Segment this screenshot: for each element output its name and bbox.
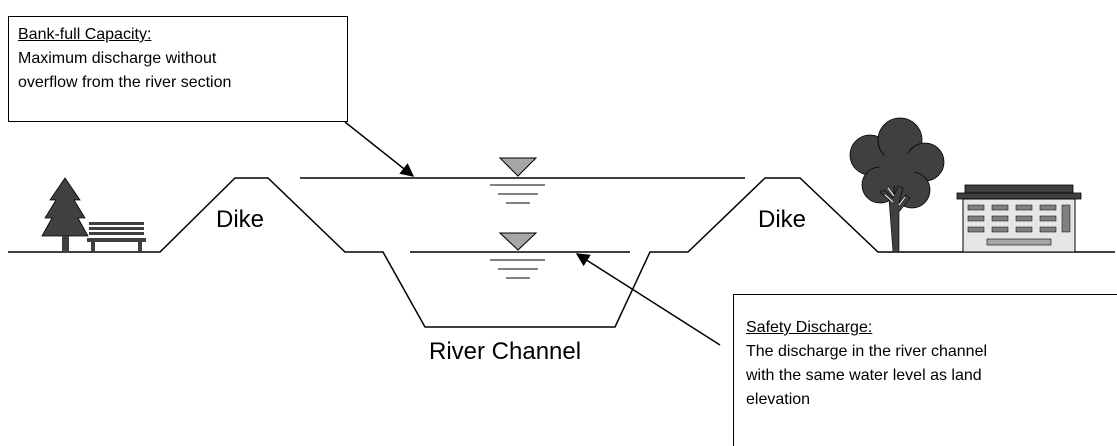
- water-level-triangle-icon: [490, 157, 545, 204]
- bankfull-capacity-text-line: Maximum discharge without: [18, 50, 217, 67]
- building-icon: [956, 184, 1082, 253]
- safety-discharge-callout: Safety Discharge: The discharge in the r…: [733, 294, 1117, 446]
- river-channel-label: River Channel: [429, 338, 582, 365]
- cross-section-profile: [8, 177, 1115, 328]
- deciduous-tree-icon: [849, 117, 945, 253]
- bankfull-callout-arrow: [344, 121, 415, 177]
- safety-callout-arrow: [575, 253, 721, 346]
- water-level-triangle-icon: [490, 232, 545, 279]
- safety-discharge-text-line: elevation: [746, 391, 811, 408]
- safety-discharge-text-line: with the same water level as land: [746, 367, 982, 384]
- bankfull-capacity-text-line: overflow from the river section: [18, 74, 232, 91]
- dike-label-right: Dike: [758, 206, 807, 233]
- dike-label-left: Dike: [216, 206, 265, 233]
- safety-discharge-title: Safety Discharge:: [746, 319, 873, 336]
- bankfull-capacity-callout: Bank-full Capacity: Maximum discharge wi…: [8, 16, 348, 122]
- safety-discharge-text-line: The discharge in the river channel: [746, 343, 988, 360]
- bankfull-capacity-title: Bank-full Capacity:: [18, 26, 152, 43]
- conifer-tree-icon: [41, 177, 89, 252]
- park-bench-icon: [87, 222, 146, 252]
